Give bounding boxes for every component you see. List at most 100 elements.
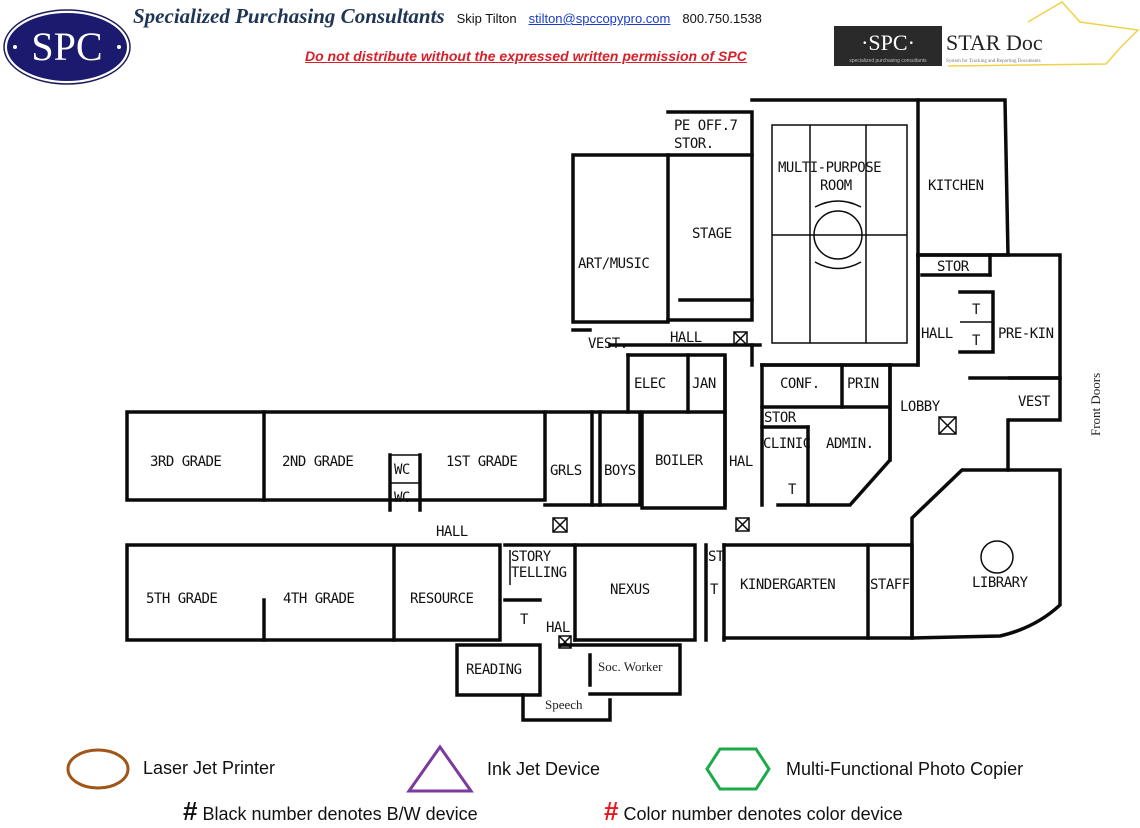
room-2nd-grade: 2ND GRADE <box>282 454 353 470</box>
black-hash-icon: # <box>183 796 198 826</box>
x-marker <box>552 517 568 533</box>
room-electrical: ELEC <box>634 376 666 392</box>
court-key <box>814 200 862 270</box>
header-line: Specialized Purchasing Consultants Skip … <box>133 4 762 29</box>
star-outline-icon <box>947 1 1140 67</box>
room-toilet: T <box>788 482 797 498</box>
room-storage-admin: STOR <box>764 410 797 426</box>
copier-hexagon-icon <box>705 747 771 791</box>
room-social-worker: Soc. Worker <box>598 659 663 674</box>
room-stage: STAGE <box>692 226 732 242</box>
laser-jet-ellipse-icon <box>66 748 130 790</box>
company-name: Specialized Purchasing Consultants <box>133 4 445 28</box>
room-storage-small: ST <box>708 549 725 565</box>
room-hall-north: HALL <box>670 330 702 346</box>
legend-note-color: # Color number denotes color device <box>604 796 903 827</box>
room-5th-grade: 5TH GRADE <box>146 591 217 607</box>
room-resource: RESOURCE <box>410 591 474 607</box>
room-toilet: T <box>972 302 981 318</box>
room-boiler: BOILER <box>655 453 704 469</box>
room-pe-office: PE OFF.7 <box>674 118 738 134</box>
room-3rd-grade: 3RD GRADE <box>150 454 221 470</box>
room-1st-grade: 1ST GRADE <box>446 454 517 470</box>
x-marker <box>733 331 748 346</box>
room-speech: Speech <box>545 697 583 712</box>
room-lobby: LOBBY <box>900 399 941 415</box>
legend-note-bw: # Black number denotes B/W device <box>183 796 478 827</box>
room-toilet: T <box>520 612 529 628</box>
x-marker <box>558 635 572 649</box>
room-4th-grade: 4TH GRADE <box>283 591 354 607</box>
room-kindergarten: KINDERGARTEN <box>740 577 835 593</box>
front-doors-label: Front Doors <box>1088 373 1103 436</box>
wall-library <box>910 468 1062 640</box>
room-wc: WC <box>394 462 410 478</box>
wall-boiler <box>640 410 727 510</box>
room-hall-south: HAL <box>546 620 570 636</box>
wall <box>666 298 754 322</box>
walls <box>125 98 1062 722</box>
room-story-telling-line1: STORY <box>511 549 552 565</box>
wall-soc-worker <box>558 643 682 696</box>
court-circle <box>813 210 863 260</box>
markers <box>552 331 1014 649</box>
room-janitor: JAN <box>692 376 716 392</box>
room-toilet: T <box>710 582 719 598</box>
room-boys-restroom: BOYS <box>604 463 636 479</box>
room-girls-restroom: GRLS <box>550 463 582 479</box>
room-multipurpose-line2: ROOM <box>820 178 852 194</box>
room-pe-storage: STOR. <box>674 136 714 152</box>
room-story-telling-line2: TELLING <box>511 565 567 581</box>
court-outline <box>771 124 908 344</box>
room-labels: PE OFF.7 STOR. ART/MUSIC STAGE MULTI-PUR… <box>146 118 1054 712</box>
legend-note-bw-text: Black number denotes B/W device <box>202 804 478 824</box>
room-multipurpose-line1: MULTI-PURPOSE <box>778 160 881 176</box>
room-clinic: CLINIC <box>763 436 811 452</box>
contact-phone: 800.750.1538 <box>682 11 762 26</box>
wall-vest-east <box>1008 376 1062 422</box>
room-storage-kitchen: STOR <box>937 259 970 275</box>
library-circle <box>980 540 1014 574</box>
legend-copier: Multi-Functional Photo Copier <box>786 759 1024 779</box>
stardoc-spc-subtitle: specialized purchasing consultants <box>849 58 927 64</box>
distribution-warning: Do not distribute without the expressed … <box>305 48 747 64</box>
wall-speech <box>521 693 612 722</box>
wall-nexus <box>573 543 697 642</box>
room-hall-main: HALL <box>436 524 468 540</box>
logo-text: SPC <box>31 24 102 69</box>
wall-multipurpose <box>750 98 920 367</box>
room-staff: STAFF <box>870 577 910 593</box>
room-wc: WC <box>394 490 410 506</box>
room-pre-k: PRE-KIN <box>998 326 1054 342</box>
star-doc-logo: ·SPC· specialized purchasing consultants… <box>834 1 1140 67</box>
stardoc-title: STAR Doc <box>946 30 1043 55</box>
x-marker <box>735 517 750 532</box>
room-hall-center: HAL <box>729 454 753 470</box>
room-kitchen: KITCHEN <box>928 178 984 194</box>
wall-south-classrooms <box>125 543 502 642</box>
contact-name: Skip Tilton <box>456 11 517 26</box>
room-vestibule-west: VEST. <box>588 336 628 352</box>
spc-logo: SPC <box>3 9 131 85</box>
room-principal: PRIN <box>847 376 879 392</box>
room-toilet: T <box>972 333 981 349</box>
wall-north-classrooms <box>125 410 547 502</box>
ink-jet-triangle-icon <box>406 744 474 793</box>
wall-stage <box>666 110 754 302</box>
stardoc-spc-text: ·SPC· <box>861 30 915 55</box>
room-hall-east: HALL <box>921 326 953 342</box>
legend-ink-jet: Ink Jet Device <box>487 759 601 779</box>
room-library: LIBRARY <box>972 575 1029 591</box>
stardoc-subtitle: System for Tracking and Reporting Docume… <box>946 59 1041 64</box>
room-admin: ADMIN. <box>826 436 874 452</box>
contact-email-link[interactable]: stilton@spccopypro.com <box>528 11 671 26</box>
legend-laser-jet: Laser Jet Printer <box>143 758 276 778</box>
red-hash-icon: # <box>604 796 619 826</box>
x-marker <box>938 416 957 435</box>
room-nexus: NEXUS <box>610 582 650 598</box>
room-vestibule-east: VEST <box>1018 394 1051 410</box>
floor-plan: PE OFF.7 STOR. ART/MUSIC STAGE MULTI-PUR… <box>125 98 1103 722</box>
wall-art-music <box>571 153 670 324</box>
legend-note-color-text: Color number denotes color device <box>623 804 903 824</box>
room-conference: CONF. <box>780 376 820 392</box>
